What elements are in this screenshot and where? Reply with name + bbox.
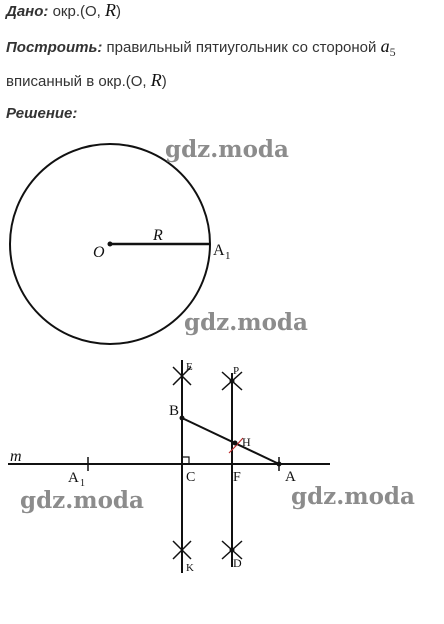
point-a1-label: A xyxy=(213,242,225,259)
label-e: E xyxy=(186,361,193,373)
right-angle-mark xyxy=(182,456,190,464)
side-symbol: a xyxy=(380,36,390,56)
point-h xyxy=(232,440,238,446)
given-radius: R xyxy=(105,0,116,20)
point-a xyxy=(276,461,282,467)
label-h: H xyxy=(242,435,251,449)
point-d xyxy=(229,547,235,553)
solution-label: Решение: xyxy=(6,105,78,122)
label-a1-sub: 1 xyxy=(80,478,85,489)
solution-line: Решение: xyxy=(6,105,77,122)
arc-h xyxy=(228,437,244,454)
point-p xyxy=(229,378,235,384)
label-m: m xyxy=(10,448,22,465)
watermark: gdz.moda xyxy=(184,309,308,336)
segment-ba xyxy=(181,417,280,465)
given-line: Дано: окр.(O, R) xyxy=(6,0,121,20)
watermark: gdz.moda xyxy=(165,136,289,163)
given-text: окр.(O xyxy=(52,3,97,20)
arc-cross-e xyxy=(172,366,192,386)
inscribed-text: вписанный в окр.(O xyxy=(6,73,143,90)
label-f: F xyxy=(233,470,241,485)
point-b xyxy=(179,415,185,421)
center-point xyxy=(107,241,113,247)
given-label: Дано: xyxy=(6,3,49,20)
construct-label: Построить: xyxy=(6,39,103,56)
label-d: D xyxy=(233,556,242,570)
label-a1: A xyxy=(68,470,79,486)
watermark: gdz.moda xyxy=(20,487,144,514)
label-b: B xyxy=(169,403,179,419)
center-label: O xyxy=(93,244,105,261)
label-c: C xyxy=(186,470,195,485)
inscribed-line: вписанный в окр.(O, R) xyxy=(6,70,167,90)
label-k: K xyxy=(186,562,194,574)
construct-line: Построить: правильный пятиугольник со ст… xyxy=(6,36,396,60)
radius-label: R xyxy=(152,227,163,244)
side-subscript: 5 xyxy=(389,45,396,59)
label-p: P xyxy=(233,365,239,377)
label-a: A xyxy=(285,469,296,485)
watermark: gdz.moda xyxy=(291,483,415,510)
construct-text: правильный пятиугольник со стороной xyxy=(106,39,377,56)
arc-cross-k xyxy=(172,540,192,560)
point-a1-sub: 1 xyxy=(225,250,231,262)
inscribed-radius: R xyxy=(150,70,162,90)
